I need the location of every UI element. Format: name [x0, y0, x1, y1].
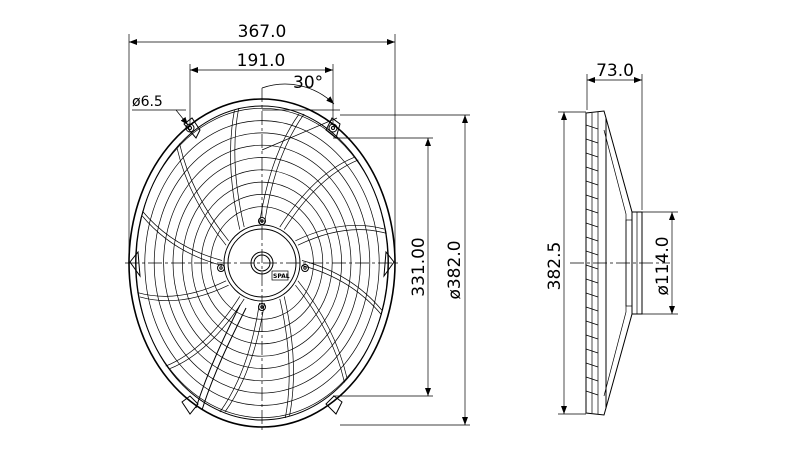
side-rib — [585, 362, 599, 368]
dim-depth: 73.0 — [596, 61, 634, 81]
grille-spoke — [297, 280, 348, 379]
side-rib — [585, 180, 599, 186]
dim-side-height: 382.5 — [545, 242, 565, 291]
front-view: SPAL — [125, 88, 400, 433]
side-view — [570, 110, 670, 416]
grille-spoke — [165, 296, 241, 367]
power-cable — [195, 304, 241, 409]
dim-outer-diameter: ø382.0 — [445, 240, 465, 299]
grille-spoke — [179, 143, 229, 242]
grille-spoke — [295, 284, 345, 383]
dim-mount-height: 331.00 — [409, 237, 429, 296]
side-rib — [585, 166, 599, 172]
front-dimensions: 367.0 191.0 30° ø6.5 331.00 ø382.0 — [128, 22, 470, 426]
grille-spoke — [297, 229, 387, 246]
grille-spoke — [301, 260, 382, 311]
dim-hole-diameter: ø6.5 — [132, 94, 163, 110]
grille-spoke — [139, 284, 229, 302]
side-rib — [585, 306, 599, 312]
grille-spoke — [279, 298, 290, 419]
side-rib — [585, 222, 599, 228]
dim-mount-spacing: 191.0 — [237, 51, 286, 71]
grille-spoke — [283, 159, 359, 230]
dim-angle: 30° — [293, 73, 323, 93]
side-rib — [585, 292, 599, 298]
side-rib — [585, 390, 599, 396]
grille-spoke — [176, 147, 227, 246]
grille-spoke — [264, 113, 305, 224]
grille-spoke — [230, 110, 241, 230]
grille-spoke — [142, 215, 223, 266]
side-rib — [585, 194, 599, 200]
grille-spoke — [169, 298, 245, 369]
label-plate — [271, 270, 289, 281]
dim-overall-width: 367.0 — [238, 22, 287, 42]
side-rib — [585, 250, 599, 256]
side-rib — [585, 264, 599, 270]
grille-spoke — [142, 210, 223, 261]
side-ribs — [585, 124, 599, 396]
side-rib — [585, 152, 599, 158]
label-text: SPAL — [273, 273, 290, 280]
grille-spoke — [224, 302, 265, 413]
side-rib — [585, 124, 599, 130]
side-rib — [585, 348, 599, 354]
grille-spoke — [301, 265, 382, 316]
grille-spoke — [283, 296, 294, 416]
side-rib — [585, 278, 599, 284]
side-rib — [585, 236, 599, 242]
side-rib — [585, 320, 599, 326]
dim-motor-diameter: ø114.0 — [653, 236, 673, 295]
side-rib — [585, 208, 599, 214]
side-rib — [585, 138, 599, 144]
grille-spoke — [279, 157, 355, 228]
side-rib — [585, 334, 599, 340]
grille-spoke — [295, 224, 385, 242]
grille-spoke — [234, 107, 245, 228]
side-rib — [585, 376, 599, 382]
grille-spoke — [137, 280, 227, 297]
grille-spokes — [137, 107, 387, 419]
grille-spoke — [219, 302, 260, 413]
side-dimensions: 73.0 382.5 ø114.0 — [545, 61, 678, 415]
